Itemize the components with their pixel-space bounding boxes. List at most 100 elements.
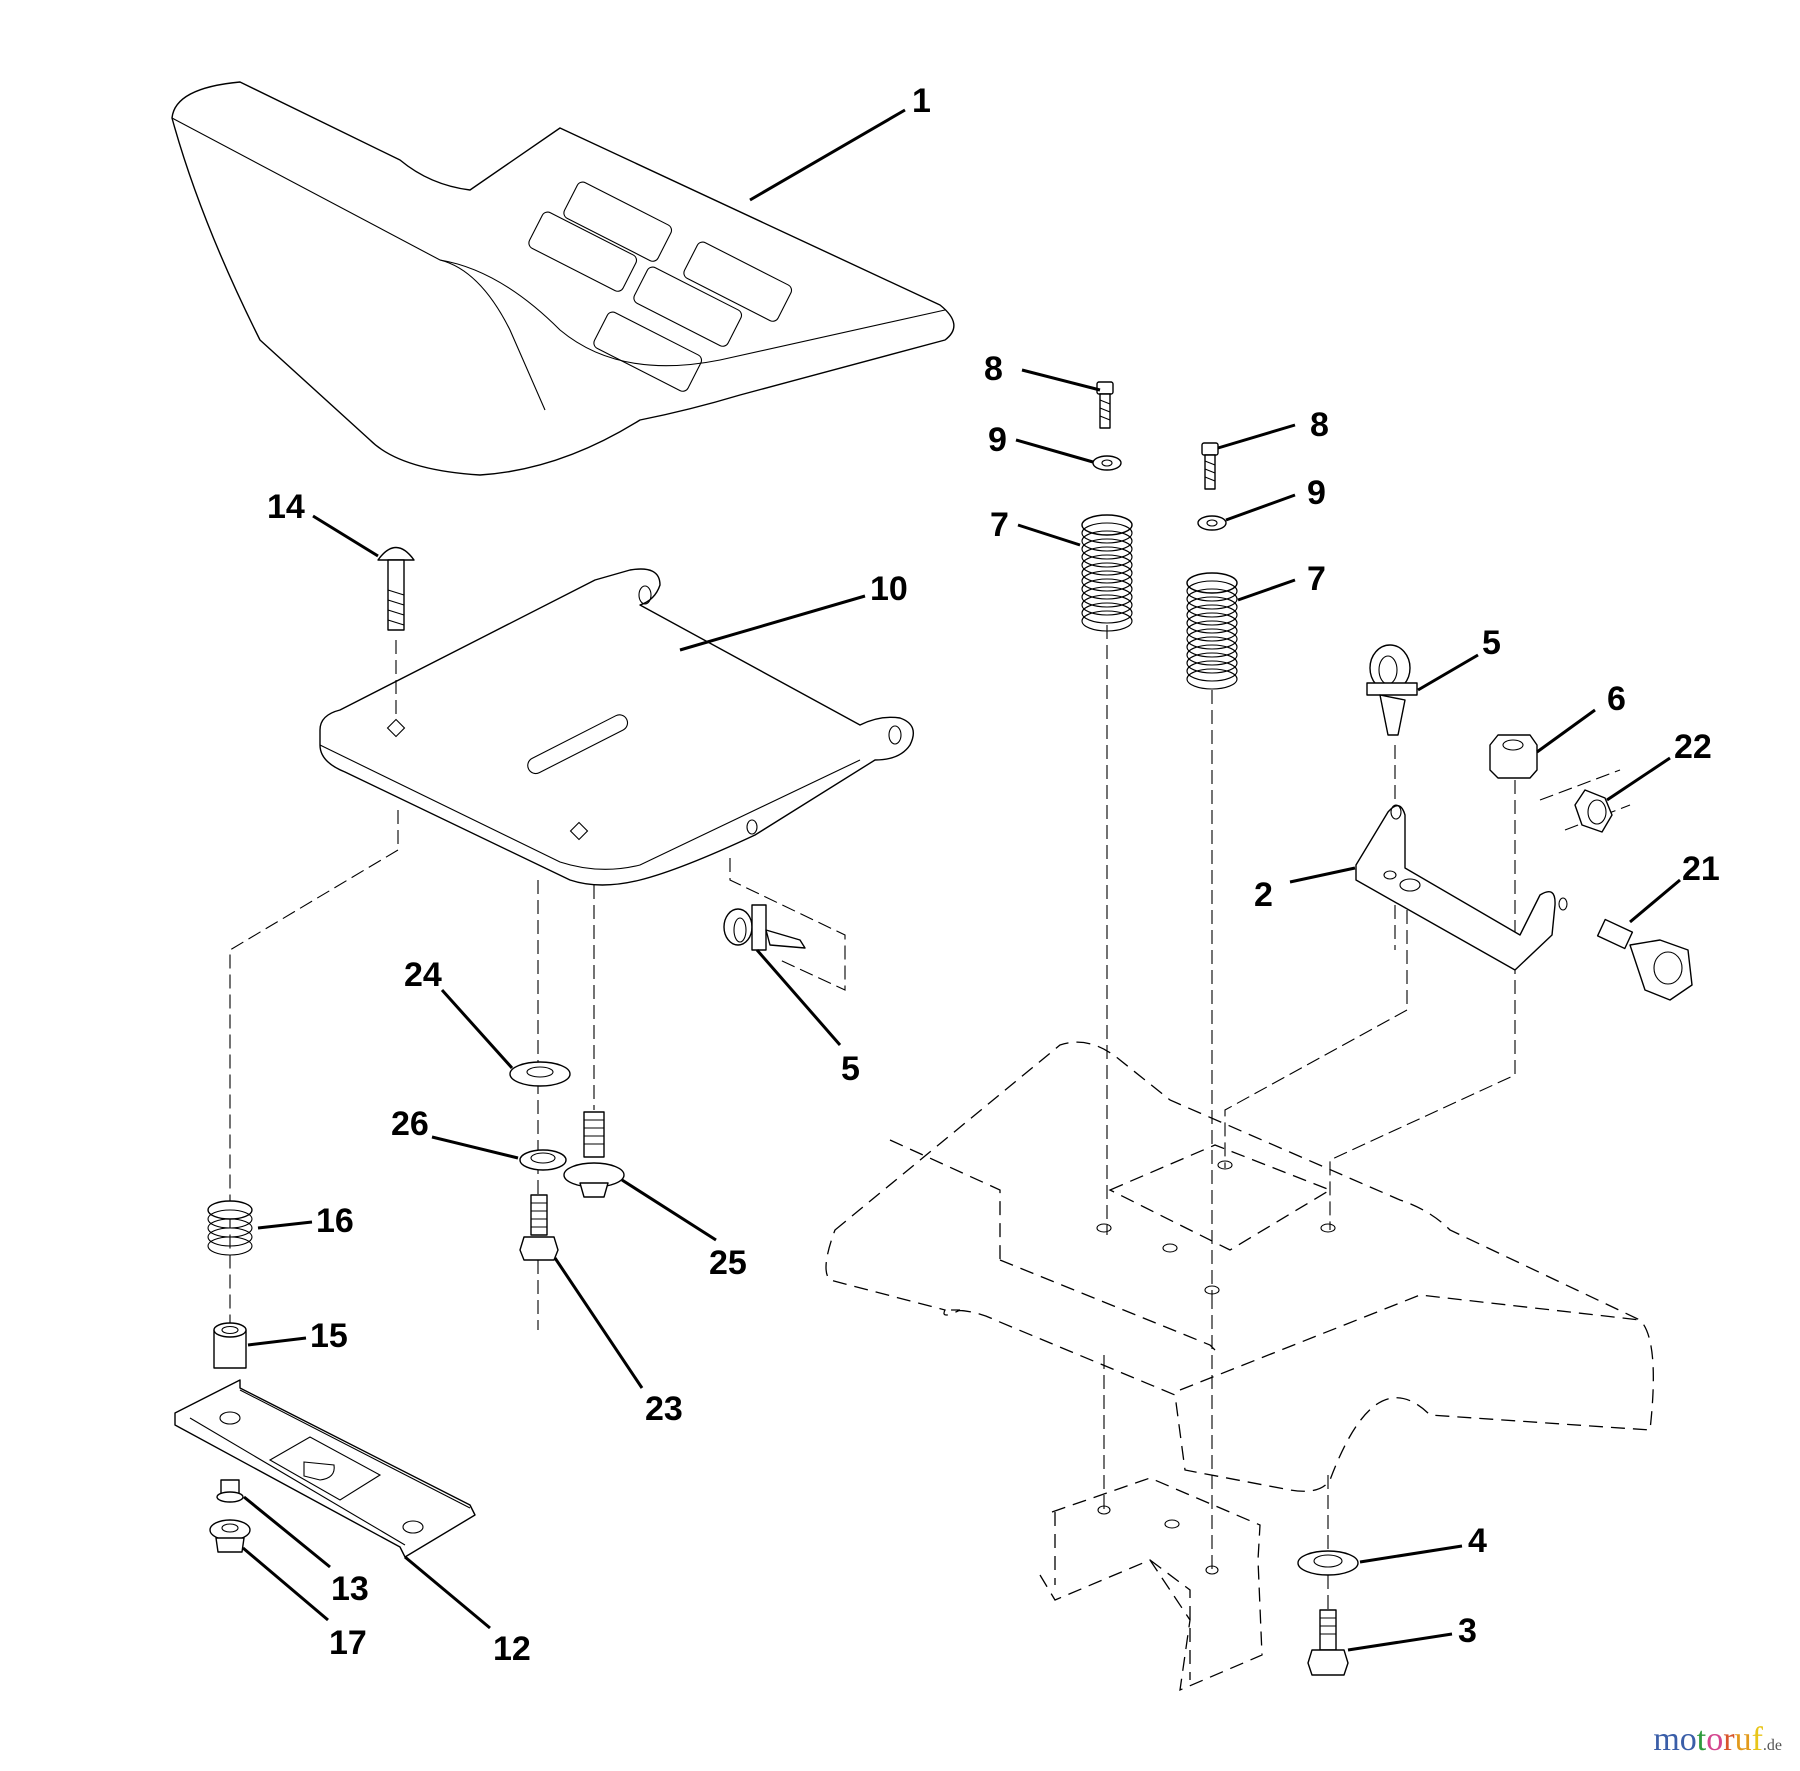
seat-pan-part: [319, 568, 914, 886]
callout-6: 6: [1607, 680, 1626, 718]
callout-26: 26: [391, 1105, 429, 1143]
spring-coil: [1186, 660, 1238, 682]
leader-9b: [1225, 493, 1296, 522]
spring-coil: [1081, 538, 1133, 560]
spring-coil: [1081, 610, 1133, 632]
fender-outline: [825, 1041, 1654, 1492]
leader-lines: [242, 108, 1681, 1652]
leader-2: [1289, 866, 1356, 884]
callout-labels: 1 2 3 4 5 5 6 7 7 8 8 9 9 10 12 13 14 15…: [267, 82, 1720, 1668]
leader-13: [243, 1495, 331, 1569]
spring-coil: [1081, 562, 1133, 584]
callout-5-mid: 5: [841, 1050, 860, 1088]
leader-22: [1606, 756, 1671, 802]
spring-7a: [1081, 514, 1133, 632]
callout-22: 22: [1674, 728, 1712, 766]
spring-coil: [1186, 620, 1238, 642]
spring-coil: [1186, 604, 1238, 626]
callout-8b: 8: [1310, 406, 1329, 444]
leader-26: [431, 1135, 519, 1160]
seat-part: [171, 81, 955, 476]
spring-coil: [207, 1227, 253, 1247]
spring-coil: [1081, 586, 1133, 608]
leader-25: [621, 1178, 717, 1242]
frame-mount-outline: [1039, 1477, 1263, 1692]
callout-7a: 7: [990, 506, 1009, 544]
shoulder-bolt-21: [1596, 918, 1693, 1001]
leader-8a: [1021, 368, 1101, 392]
leader-17: [242, 1546, 329, 1622]
callout-16: 16: [316, 1202, 354, 1240]
spring-coil: [1186, 612, 1238, 634]
spring-coil: [1081, 594, 1133, 616]
leader-5b: [755, 949, 842, 1046]
spacer-15: [213, 1322, 247, 1369]
watermark-letter: u: [1734, 1721, 1752, 1758]
callout-1: 1: [912, 82, 931, 120]
leader-1: [749, 108, 906, 202]
leader-7b: [1237, 578, 1296, 602]
bracket-2: [1355, 804, 1568, 971]
spring-coil: [1081, 578, 1133, 600]
leader-12: [404, 1555, 491, 1630]
slide-plate-12: [174, 1379, 476, 1558]
callout-14: 14: [267, 488, 305, 526]
callout-15: 15: [310, 1317, 348, 1355]
spring-coil: [1186, 668, 1238, 690]
callout-21: 21: [1682, 850, 1720, 888]
bolt-8b: [1201, 442, 1219, 490]
washer-24: [509, 1061, 571, 1087]
watermark-letter: r: [1723, 1721, 1735, 1758]
watermark-letter: f: [1751, 1721, 1763, 1758]
spring-coil: [1186, 588, 1238, 610]
watermark-letter: o: [1679, 1721, 1697, 1758]
watermark-letter: o: [1706, 1721, 1724, 1758]
leader-24: [440, 988, 514, 1070]
spring-coil: [1186, 652, 1238, 674]
leader-10: [679, 594, 866, 652]
callout-9a: 9: [988, 421, 1007, 459]
callout-12: 12: [493, 1630, 531, 1668]
watermark-letter: m: [1653, 1721, 1680, 1758]
leader-3: [1347, 1632, 1453, 1652]
bolt-8a: [1096, 381, 1114, 429]
leader-4: [1359, 1544, 1463, 1564]
callout-7b: 7: [1307, 560, 1326, 598]
leader-6: [1536, 708, 1596, 754]
washer-9a: [1092, 455, 1122, 471]
hex-bolt-23: [519, 1194, 559, 1261]
spring-coil: [1186, 636, 1238, 658]
callout-25: 25: [709, 1244, 747, 1282]
spring-coil: [1081, 514, 1133, 536]
leader-7a: [1017, 523, 1081, 547]
spring-coil: [1186, 596, 1238, 618]
bolt-13: [216, 1479, 244, 1503]
spring-coil: [1081, 602, 1133, 624]
wire-clip-5-right: [1366, 644, 1418, 736]
washer-4: [1297, 1550, 1359, 1576]
callout-2: 2: [1254, 876, 1273, 914]
leader-23: [553, 1257, 644, 1389]
spring-coil: [1081, 530, 1133, 552]
flange-nut-17: [209, 1519, 251, 1553]
callout-23: 23: [645, 1390, 683, 1428]
lock-washer-26: [519, 1149, 567, 1171]
callout-13: 13: [331, 1570, 369, 1608]
callout-5-right: 5: [1482, 624, 1501, 662]
spring-coil: [1186, 580, 1238, 602]
spring-coil: [1081, 522, 1133, 544]
washer-9b: [1197, 515, 1227, 531]
carriage-bolt-14: [377, 546, 415, 631]
spring-coil: [1186, 644, 1238, 666]
leader-15: [247, 1336, 307, 1347]
spring-7b: [1186, 572, 1238, 690]
callout-24: 24: [404, 956, 442, 994]
lock-nut-6: [1489, 734, 1538, 779]
leader-16: [257, 1220, 313, 1230]
callout-10: 10: [870, 570, 908, 608]
callout-17: 17: [329, 1624, 367, 1662]
watermark-letter: t: [1696, 1721, 1707, 1758]
watermark-domain: .de: [1762, 1737, 1782, 1754]
leader-21: [1629, 878, 1681, 924]
